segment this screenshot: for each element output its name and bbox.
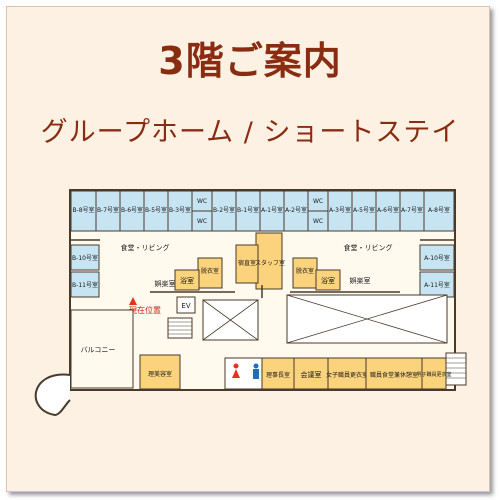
dressing-right-label: 脱衣室 bbox=[296, 267, 314, 275]
wc-left-label-1: WC bbox=[197, 198, 207, 205]
room-a1[interactable] bbox=[259, 190, 285, 232]
room-a3-label: A-3号室 bbox=[329, 206, 351, 214]
stairs-right bbox=[445, 352, 467, 386]
room-b10[interactable] bbox=[70, 244, 100, 271]
dressing-right[interactable] bbox=[292, 257, 318, 289]
page-subtitle: グループホーム / ショートステイ bbox=[40, 117, 460, 148]
room-b7-label: B-7号室 bbox=[97, 206, 119, 214]
dressing-left-label: 脱衣室 bbox=[201, 267, 219, 275]
room-a11[interactable] bbox=[419, 271, 455, 298]
room-b6-label: B-6号室 bbox=[121, 206, 143, 214]
room-b6[interactable] bbox=[119, 190, 145, 232]
room-b2[interactable] bbox=[211, 190, 237, 232]
bath-right[interactable] bbox=[315, 269, 341, 291]
room-a2[interactable] bbox=[283, 190, 309, 232]
elevator[interactable] bbox=[176, 296, 196, 314]
room-a7[interactable] bbox=[399, 190, 425, 232]
duty-room-label: 宿直室 bbox=[238, 259, 256, 267]
current-position-marker bbox=[129, 297, 137, 305]
void-right bbox=[286, 294, 448, 344]
bath-left-label: 浴室 bbox=[180, 276, 194, 285]
room-a7-label: A-7号室 bbox=[401, 206, 423, 214]
room-a1-label: A-1号室 bbox=[261, 206, 283, 214]
room-a10-label: A-10号室 bbox=[424, 254, 450, 262]
room-b3-label: B-3号室 bbox=[169, 206, 191, 214]
room-a5[interactable] bbox=[351, 190, 377, 232]
toilet-area bbox=[224, 357, 268, 390]
room-a8[interactable] bbox=[423, 190, 455, 232]
wc-right-label-1: WC bbox=[313, 198, 323, 205]
room-a6[interactable] bbox=[375, 190, 401, 232]
room-b3[interactable] bbox=[167, 190, 193, 232]
meeting-room-label: 会議室 bbox=[301, 370, 322, 379]
balcony[interactable] bbox=[70, 309, 134, 389]
female-locker-label: 女子職員更衣室 bbox=[326, 371, 368, 379]
staff-room[interactable] bbox=[255, 232, 283, 290]
beauty-room-label: 理美容室 bbox=[148, 370, 172, 378]
dining-right-label: 食堂・リビング bbox=[344, 243, 393, 252]
amusement-left-label: 娯楽室 bbox=[155, 279, 176, 288]
room-a5-label: A-5号室 bbox=[353, 206, 375, 214]
room-a10[interactable] bbox=[419, 244, 455, 271]
dressing-left[interactable] bbox=[197, 257, 223, 289]
room-b8-label: B-8号室 bbox=[72, 206, 94, 214]
female-toilet-icon bbox=[232, 363, 240, 378]
top-room-labels: B-8号室 B-7号室 B-6号室 B-5号室 B-3号室 WC WC B-2号… bbox=[72, 198, 450, 225]
room-a2-label: A-2号室 bbox=[285, 206, 307, 214]
room-b10-label: B-10号室 bbox=[72, 254, 98, 262]
bath-right-label: 浴室 bbox=[321, 276, 335, 285]
wc-left-label-2: WC bbox=[197, 218, 207, 225]
dining-left-label: 食堂・リビング bbox=[121, 243, 170, 252]
bath-left[interactable] bbox=[174, 269, 200, 291]
page-title: 3階ご案内 bbox=[158, 39, 342, 83]
room-b7[interactable] bbox=[95, 190, 121, 232]
staff-room-label: スタッフ室 bbox=[255, 259, 285, 267]
male-toilet-icon bbox=[253, 363, 259, 379]
duty-room[interactable] bbox=[235, 244, 259, 284]
void-left bbox=[202, 299, 259, 341]
balcony-label: バルコニー bbox=[81, 346, 116, 354]
room-a6-label: A-6号室 bbox=[377, 206, 399, 214]
room-a8-label: A-8号室 bbox=[428, 206, 450, 214]
elevator-label: EV bbox=[181, 302, 190, 310]
wc-right-label-2: WC bbox=[313, 218, 323, 225]
room-a3[interactable] bbox=[327, 190, 353, 232]
amusement-right-label: 娯楽室 bbox=[350, 276, 371, 285]
room-b1[interactable] bbox=[235, 190, 261, 232]
room-b2-label: B-2号室 bbox=[213, 206, 235, 214]
room-b11-label: B-11号室 bbox=[72, 281, 98, 289]
stairs-left bbox=[167, 317, 193, 339]
room-b1-label: B-1号室 bbox=[237, 206, 259, 214]
top-rooms bbox=[70, 190, 455, 232]
room-a11-label: A-11号室 bbox=[424, 281, 450, 289]
room-b5[interactable] bbox=[143, 190, 169, 232]
room-b5-label: B-5号室 bbox=[145, 206, 167, 214]
male-locker-label: 男子職員更衣室 bbox=[416, 371, 451, 378]
director-room-label: 理事長室 bbox=[266, 371, 290, 379]
balcony-round bbox=[34, 373, 71, 417]
current-position-label: 現在位置 bbox=[129, 305, 161, 315]
staff-dining-label: 職員食堂兼休憩室 bbox=[370, 371, 418, 379]
room-b11[interactable] bbox=[70, 271, 100, 298]
